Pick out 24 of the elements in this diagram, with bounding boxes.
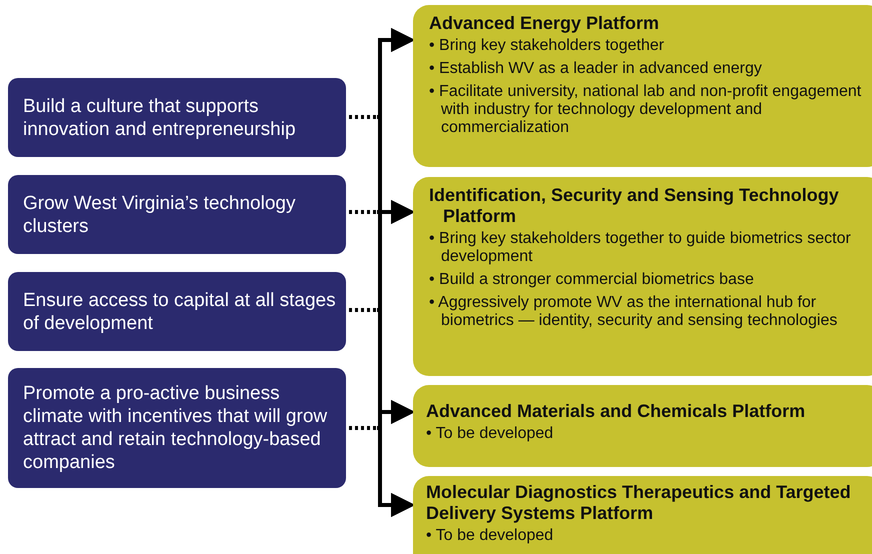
bullet-item: • Facilitate university, national lab and non-profit engagement with industry for technology development and commercialization: [429, 83, 862, 137]
bullet-item: • Bring key stakeholders together to guide biometrics sector development: [429, 230, 852, 266]
bullet-item: • Build a stronger commercial biometrics base: [429, 271, 755, 289]
goal-box: [8, 78, 346, 157]
platform-title: Advanced Energy Platform: [429, 13, 660, 34]
goal-text: Ensure access to capital at all stages of development: [23, 288, 336, 334]
bullet-item: • To be developed: [426, 425, 554, 443]
platform-box: [413, 385, 872, 467]
platform-box: [413, 476, 872, 554]
bullet-item: • Aggressively promote WV as the international hub for biometrics — identity, security and sensing technologies: [429, 294, 838, 330]
goal-text: Promote a pro-active business climate with incentives that will grow attract and retain technology-based companies: [23, 382, 328, 474]
platform-box: [413, 5, 872, 167]
platform-title: Identification, Security and Sensing Technology Platform: [429, 185, 840, 227]
platform-title: Advanced Materials and Chemicals Platform: [426, 401, 806, 422]
bullet-item: • Bring key stakeholders together: [429, 37, 666, 55]
goal-box: [8, 368, 346, 488]
goal-box: [8, 175, 346, 254]
goal-text: Grow West Virginia’s technology clusters: [23, 192, 296, 238]
bullet-item: • To be developed: [426, 527, 554, 545]
platform-box: [413, 177, 872, 376]
goal-text: Build a culture that supports innovation and entrepreneurship: [23, 94, 297, 140]
bullet-item: • Establish WV as a leader in advanced energy: [429, 60, 763, 78]
platform-title: Molecular Diagnostics Therapeutics and Targeted Delivery Systems Platform: [426, 482, 852, 524]
goal-box: [8, 272, 346, 351]
